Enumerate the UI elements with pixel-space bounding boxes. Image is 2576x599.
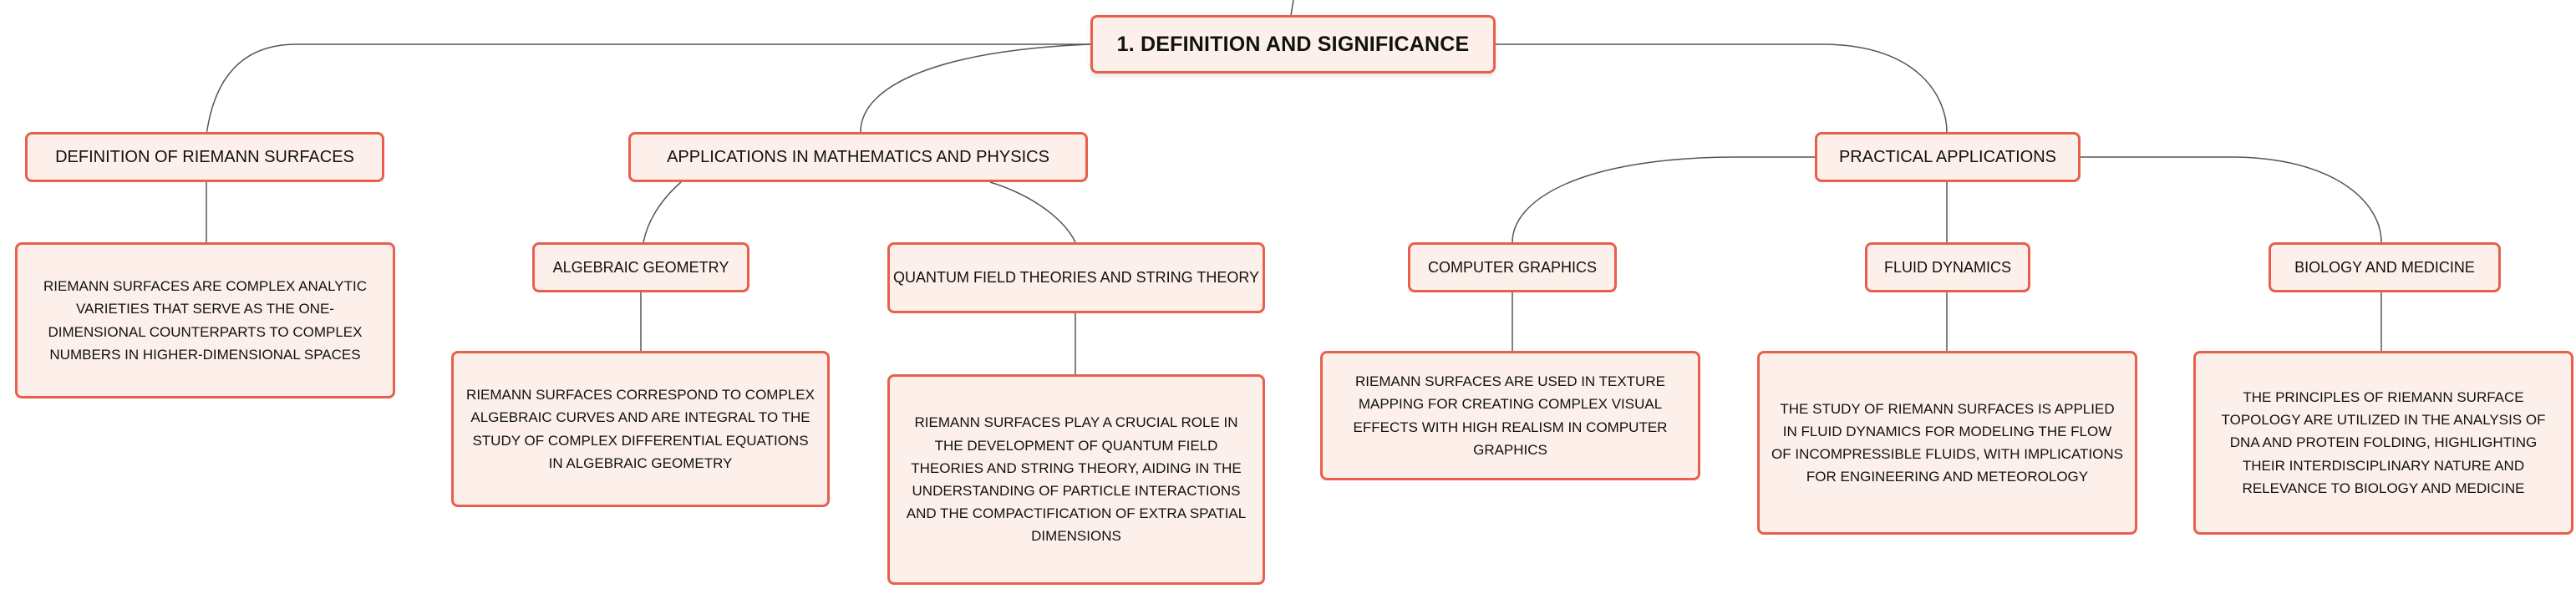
topic-practical-applications[interactable]: PRACTICAL APPLICATIONS	[1815, 132, 2081, 182]
detail-algebraic-geometry[interactable]: RIEMANN SURFACES CORRESPOND TO COMPLEX A…	[451, 351, 830, 507]
connector-root-practical	[1496, 43, 1948, 133]
topic-quantum-field-theories[interactable]: QUANTUM FIELD THEORIES AND STRING THEORY	[887, 242, 1265, 313]
topic-fluid-dynamics[interactable]: FLUID DYNAMICS	[1865, 242, 2030, 292]
connector-root-applications	[860, 43, 1091, 133]
topic-algebraic-geometry[interactable]: ALGEBRAIC GEOMETRY	[532, 242, 749, 292]
topic-computer-graphics[interactable]: COMPUTER GRAPHICS	[1408, 242, 1617, 292]
connector-practical-graphics	[1512, 156, 1815, 243]
detail-computer-graphics[interactable]: RIEMANN SURFACES ARE USED IN TEXTURE MAP…	[1320, 351, 1700, 480]
connector-root-parent	[1290, 0, 1294, 16]
root-topic[interactable]: 1. DEFINITION AND SIGNIFICANCE	[1090, 15, 1496, 74]
topic-definition-of-riemann-surfaces[interactable]: DEFINITION OF RIEMANN SURFACES	[25, 132, 384, 182]
connector-applications-quantum	[989, 181, 1076, 243]
detail-definition[interactable]: RIEMANN SURFACES ARE COMPLEX ANALYTIC VA…	[15, 242, 395, 398]
connector-practical-biology	[2081, 156, 2382, 243]
detail-biology-and-medicine[interactable]: THE PRINCIPLES OF RIEMANN SURFACE TOPOLO…	[2193, 351, 2573, 535]
detail-fluid-dynamics[interactable]: THE STUDY OF RIEMANN SURFACES IS APPLIED…	[1757, 351, 2137, 535]
topic-applications-math-physics[interactable]: APPLICATIONS IN MATHEMATICS AND PHYSICS	[628, 132, 1088, 182]
connector-applications-algebraic	[643, 181, 682, 243]
connector-root-definition	[206, 43, 1090, 133]
topic-biology-and-medicine[interactable]: BIOLOGY AND MEDICINE	[2269, 242, 2501, 292]
detail-quantum-field-theories[interactable]: RIEMANN SURFACES PLAY A CRUCIAL ROLE IN …	[887, 374, 1265, 585]
